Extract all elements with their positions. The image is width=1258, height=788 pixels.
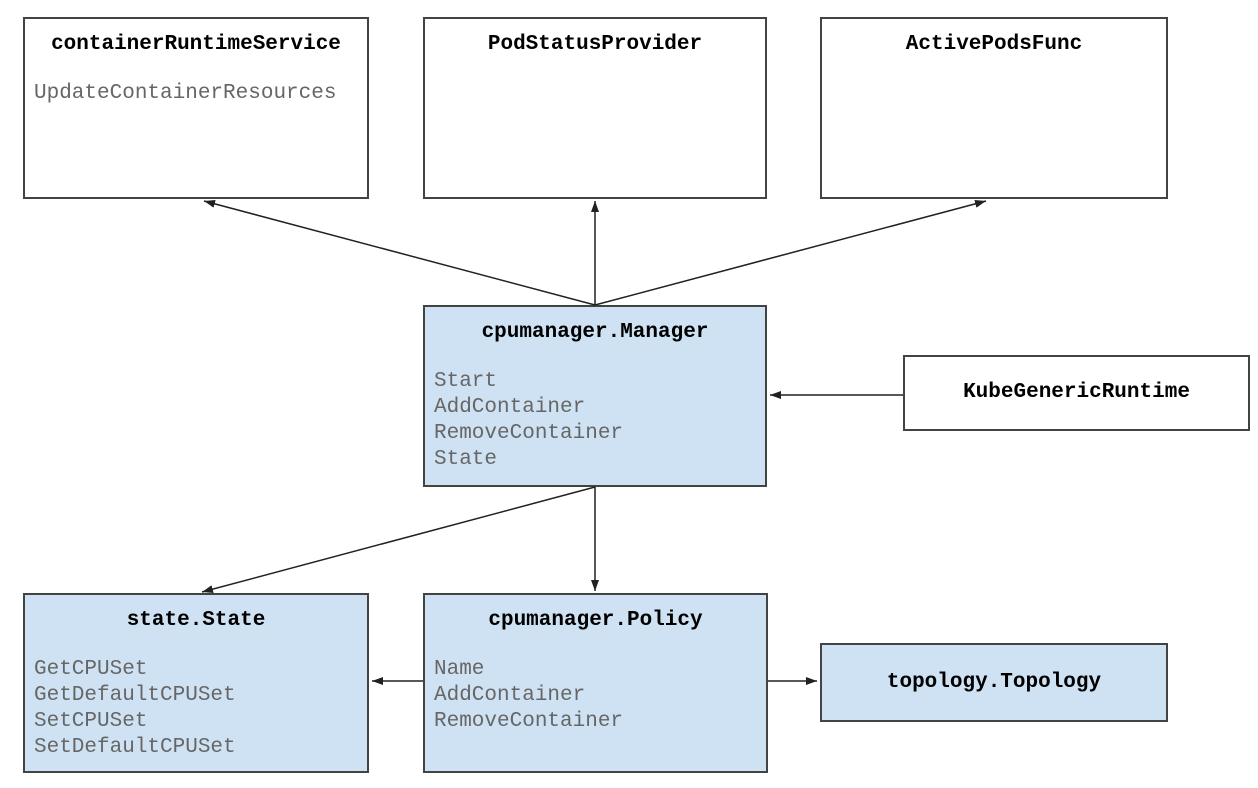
arrow-manager-to-state <box>201 486 596 594</box>
method-label: AddContainer <box>434 684 586 707</box>
node-cpumanager-policy: cpumanager.Policy Name AddContainer Remo… <box>423 593 768 773</box>
node-topology-topology: topology.Topology <box>820 643 1168 722</box>
method-label: SetDefaultCPUSet <box>34 736 236 759</box>
node-title: ActivePodsFunc <box>905 33 1083 56</box>
method-label: RemoveContainer <box>434 710 624 733</box>
method-label: GetDefaultCPUSet <box>34 684 236 707</box>
node-methods: GetCPUSet GetDefaultCPUSet SetCPUSet Set… <box>34 657 367 761</box>
node-container-runtime-service: containerRuntimeService UpdateContainerR… <box>23 17 369 199</box>
node-kube-generic-runtime: KubeGenericRuntime <box>903 355 1250 431</box>
node-title: cpumanager.Manager <box>481 321 709 344</box>
method-label: RemoveContainer <box>434 422 624 445</box>
node-cpumanager-manager: cpumanager.Manager Start AddContainer Re… <box>423 305 767 487</box>
node-state-state: state.State GetCPUSet GetDefaultCPUSet S… <box>23 593 369 773</box>
arrow-manager-to-active-pods-func <box>594 199 987 306</box>
node-title: topology.Topology <box>886 670 1102 694</box>
node-title: state.State <box>126 609 266 632</box>
node-title: containerRuntimeService <box>51 33 341 56</box>
node-methods: Start AddContainer RemoveContainer State <box>434 369 765 473</box>
node-methods: UpdateContainerResources <box>34 81 367 107</box>
method-label: Name <box>434 658 485 681</box>
node-pod-status-provider: PodStatusProvider <box>423 17 767 199</box>
method-label: State <box>434 448 498 471</box>
node-active-pods-func: ActivePodsFunc <box>820 17 1168 199</box>
method-label: SetCPUSet <box>34 710 148 733</box>
method-label: GetCPUSet <box>34 658 148 681</box>
method-label: Start <box>434 370 498 393</box>
method-label: UpdateContainerResources <box>34 82 337 105</box>
node-methods: Name AddContainer RemoveContainer <box>434 657 766 735</box>
method-label: AddContainer <box>434 396 586 419</box>
node-title: KubeGenericRuntime <box>963 381 1190 404</box>
node-title: PodStatusProvider <box>487 33 703 56</box>
node-title: cpumanager.Policy <box>488 609 703 632</box>
arrow-manager-to-container-runtime-service <box>203 199 596 306</box>
